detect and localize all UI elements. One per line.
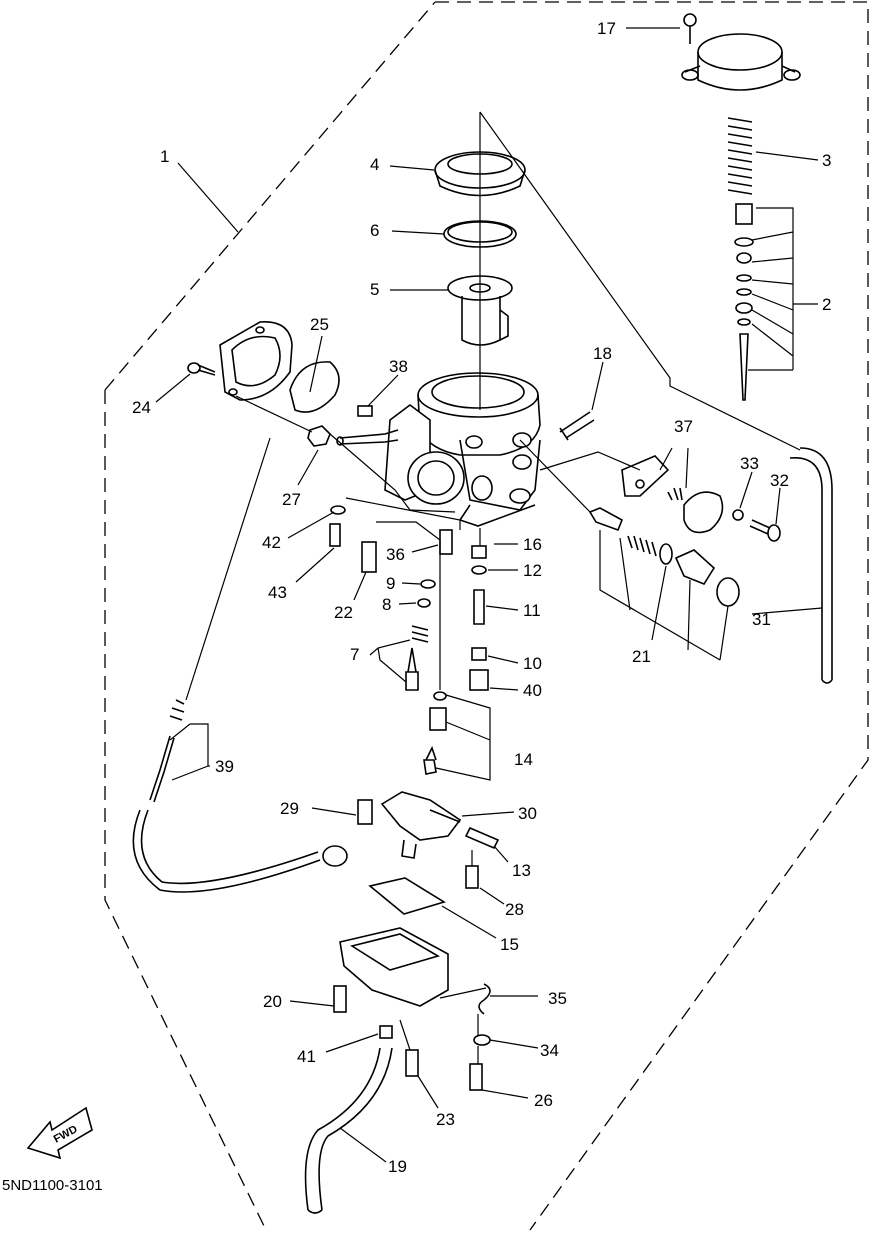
callout-labels: 1 2 3 4 5 6 7 8 9 10 11 12 13 14 15 16 1… — [132, 19, 831, 1176]
pilot-jet-22 — [361, 541, 377, 573]
callout-16: 16 — [523, 535, 542, 554]
callout-31: 31 — [752, 610, 771, 629]
air-screw-18 — [559, 411, 595, 441]
callout-19: 19 — [388, 1157, 407, 1176]
needle-jet-36 — [439, 529, 453, 555]
callout-4: 4 — [370, 155, 379, 174]
throttle-stop-screw — [588, 507, 624, 532]
throttle-cable-39 — [132, 699, 348, 893]
washer-42 — [330, 505, 346, 515]
starter-plunger — [674, 549, 740, 607]
callout-14: 14 — [514, 750, 533, 769]
callout-39: 39 — [215, 757, 234, 776]
screw-26 — [469, 1063, 483, 1091]
callout-37: 37 — [674, 417, 693, 436]
o-ring-9 — [420, 579, 436, 589]
drain-hose-19 — [304, 1047, 393, 1211]
callout-18: 18 — [593, 344, 612, 363]
fwd-arrow-icon: FWD — [26, 1106, 93, 1160]
callout-40: 40 — [523, 681, 542, 700]
callout-23: 23 — [436, 1110, 455, 1129]
drain-screw-23 — [405, 1049, 419, 1077]
callout-11: 11 — [523, 601, 541, 620]
callout-8: 8 — [382, 595, 391, 614]
callout-25: 25 — [310, 315, 329, 334]
callout-26: 26 — [534, 1091, 553, 1110]
screw-38 — [357, 405, 373, 417]
callout-42: 42 — [262, 533, 281, 552]
callout-32: 32 — [770, 471, 789, 490]
gasket-25 — [289, 361, 340, 413]
callout-38: 38 — [389, 357, 408, 376]
callout-36: 36 — [386, 545, 405, 564]
callout-17: 17 — [597, 19, 616, 38]
callout-13: 13 — [512, 861, 531, 880]
spring-21 — [627, 535, 657, 557]
needle-valve-14 — [423, 691, 447, 775]
top-cover-assembly — [681, 13, 801, 91]
callout-34: 34 — [540, 1041, 559, 1060]
callout-20: 20 — [263, 992, 282, 1011]
callout-43: 43 — [268, 583, 287, 602]
callout-3: 3 — [822, 151, 831, 170]
screw-24 — [187, 362, 216, 376]
washer-8 — [417, 598, 431, 608]
callout-9: 9 — [386, 574, 395, 593]
callout-35: 35 — [548, 989, 567, 1008]
assembly-boundary — [104, 1, 869, 1231]
pilot-screw-7 — [405, 625, 429, 691]
callout-29: 29 — [280, 799, 299, 818]
carburetor-body — [336, 372, 541, 527]
float-30 — [380, 791, 462, 859]
callout-22: 22 — [334, 603, 353, 622]
callout-33: 33 — [740, 454, 759, 473]
screw-32 — [749, 519, 781, 542]
float-bowl — [339, 927, 449, 1007]
jet-needle-set — [734, 203, 754, 401]
callout-15: 15 — [500, 935, 519, 954]
callout-27: 27 — [282, 490, 301, 509]
diagram-code: 5ND1100-3101 — [2, 1177, 103, 1194]
callout-10: 10 — [523, 654, 542, 673]
leader-lines — [155, 27, 823, 1163]
o-ring-21 — [659, 543, 673, 565]
drain-fitting-41 — [379, 1025, 393, 1039]
screw-29 — [357, 799, 373, 825]
callout-6: 6 — [370, 221, 379, 240]
clip-35 — [478, 983, 491, 1015]
screw-28 — [465, 865, 479, 889]
screw-43 — [329, 523, 341, 547]
spring — [727, 117, 753, 195]
callout-21: 21 — [632, 647, 651, 666]
callout-24: 24 — [132, 398, 151, 417]
washer-34 — [473, 1034, 491, 1046]
jet-stack — [469, 545, 489, 691]
callout-12: 12 — [523, 561, 542, 580]
cover-plate-37 — [621, 455, 724, 534]
callout-41: 41 — [297, 1047, 316, 1066]
gasket-15 — [368, 877, 446, 915]
insulator-gasket — [219, 321, 293, 401]
nut-27 — [307, 425, 331, 447]
callout-2: 2 — [822, 295, 831, 314]
hose-31 — [789, 447, 833, 680]
callout-7: 7 — [350, 645, 359, 664]
callout-28: 28 — [505, 900, 524, 919]
callout-5: 5 — [370, 280, 379, 299]
callout-30: 30 — [518, 804, 537, 823]
callout-1: 1 — [160, 147, 169, 166]
float-pin-13 — [464, 826, 500, 850]
washer-33 — [732, 509, 744, 521]
screw-20 — [333, 985, 347, 1013]
